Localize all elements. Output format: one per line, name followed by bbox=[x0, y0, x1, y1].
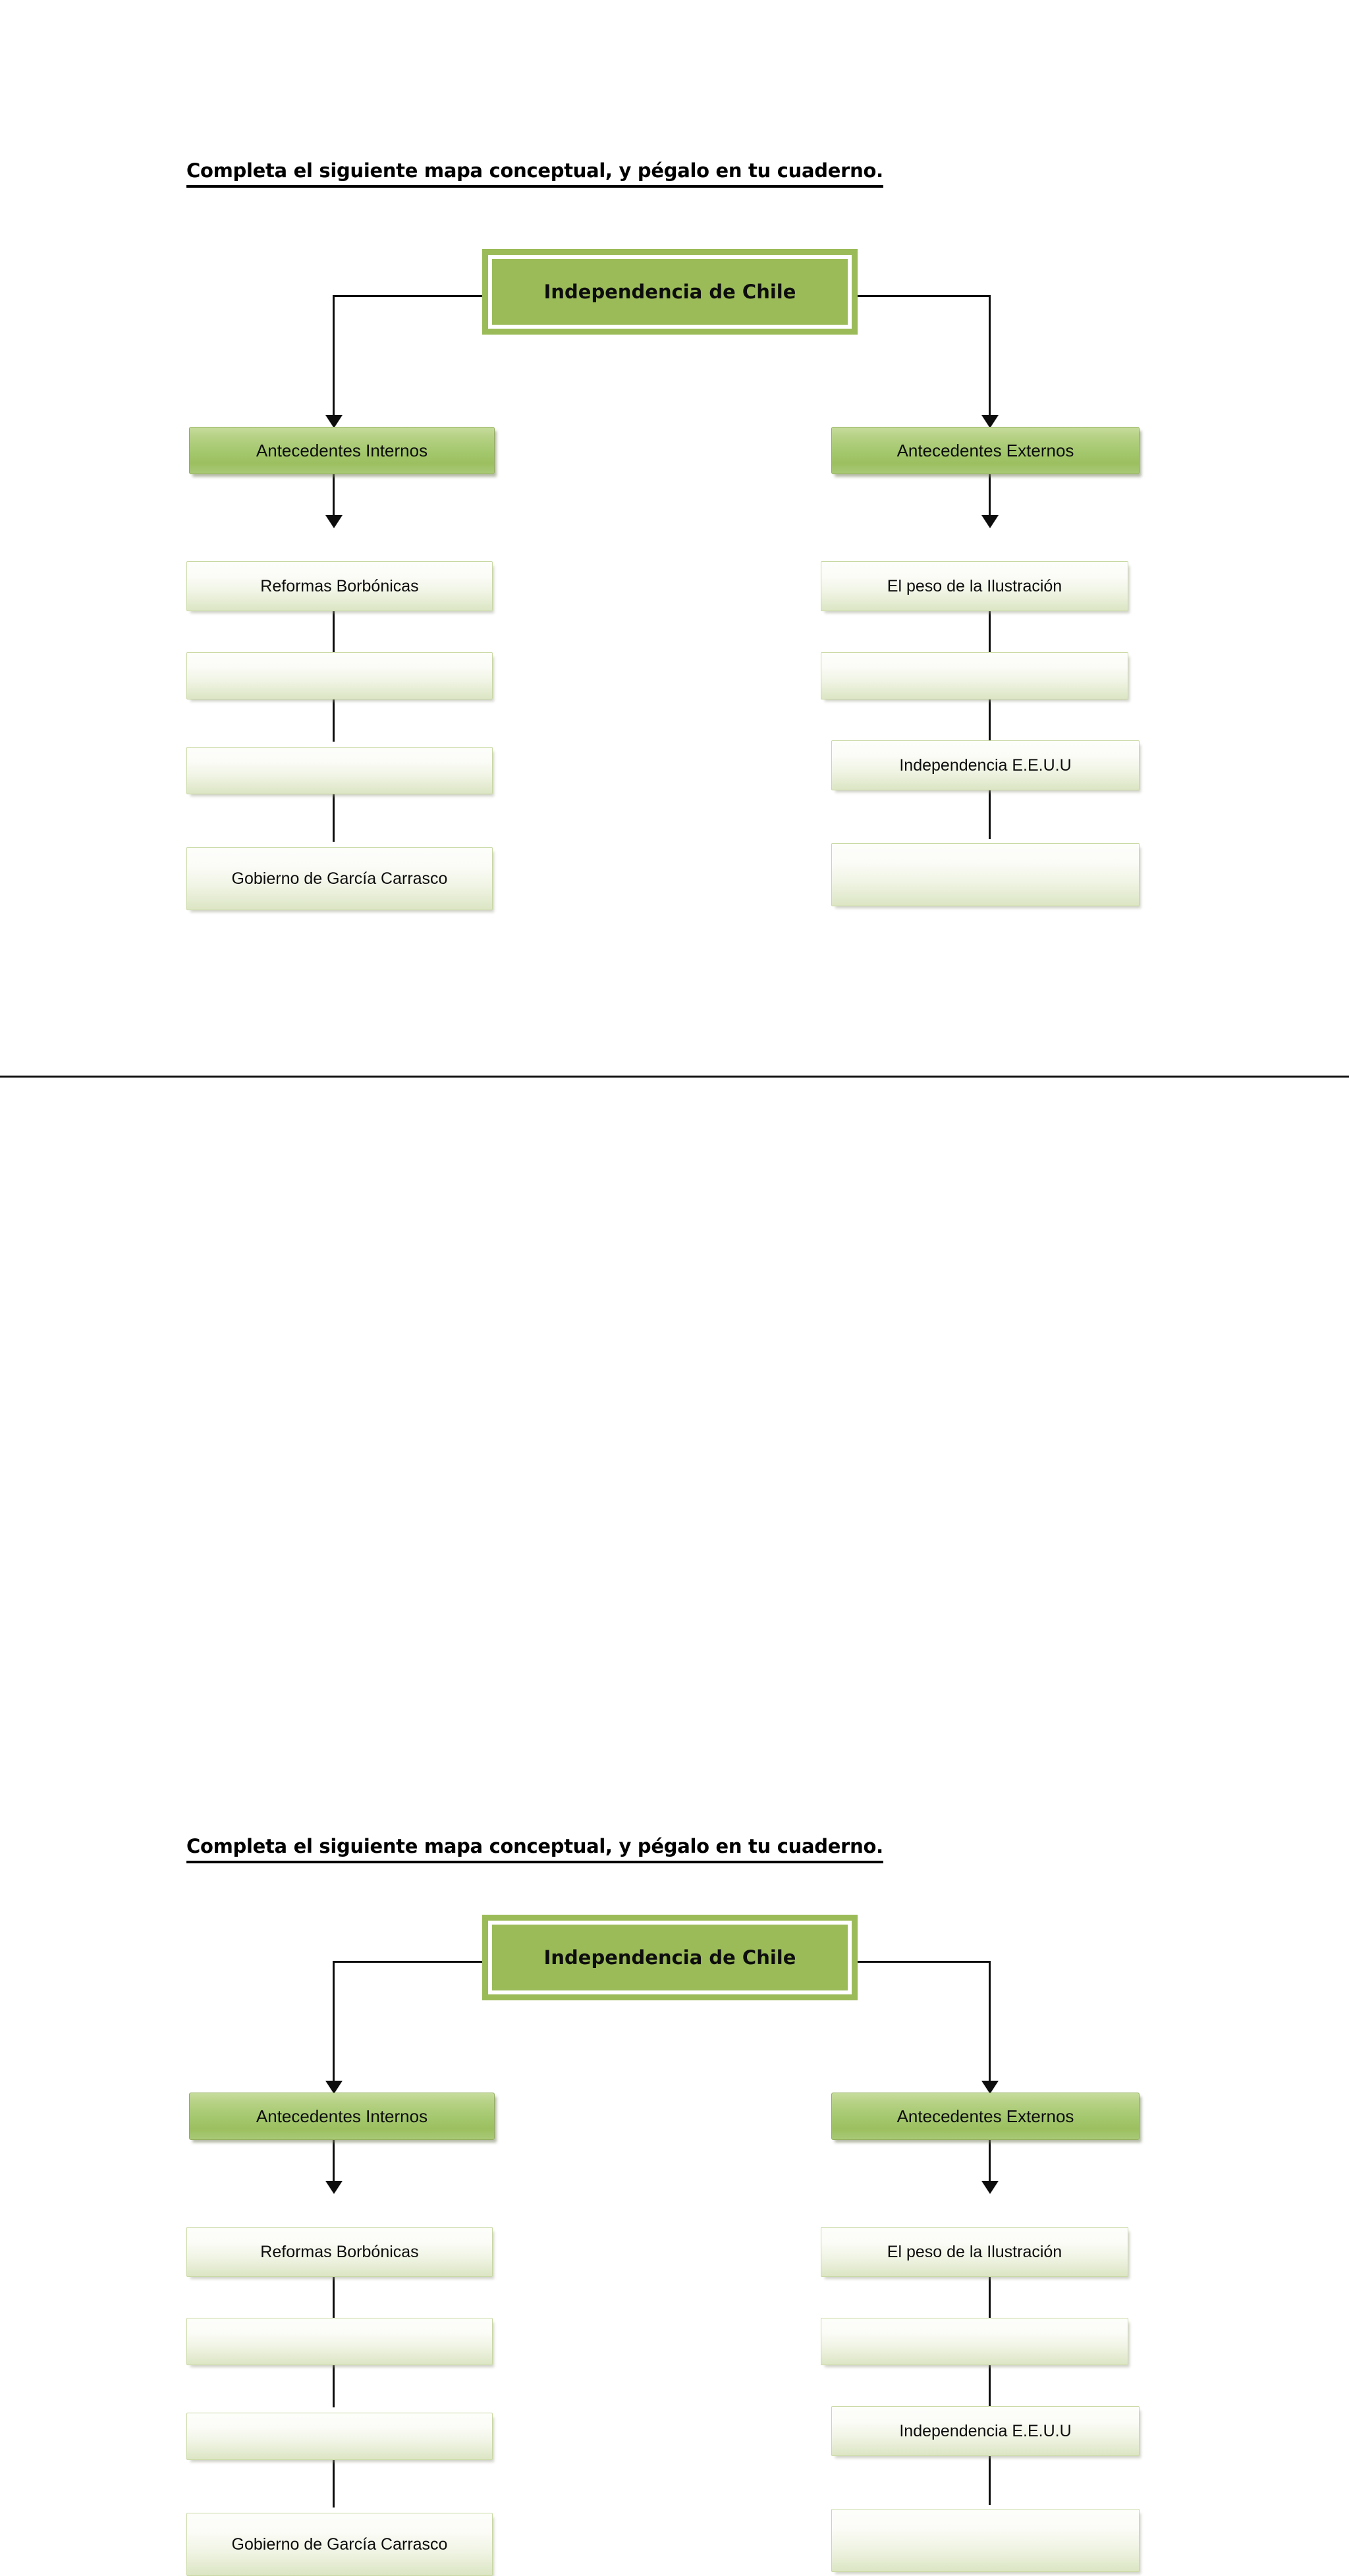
connector-left-header-to-item1 bbox=[333, 473, 335, 518]
left-branch-header-2[interactable]: Antecedentes Internos bbox=[189, 2093, 495, 2140]
root-node-2[interactable]: Independencia de Chile bbox=[482, 1915, 858, 2000]
concept-map-diagram-2: Independencia de Chile Antecedentes Inte… bbox=[0, 1130, 1349, 2576]
connector-right-item2-to-item3 bbox=[989, 698, 991, 742]
right-item-1[interactable]: El peso de la Ilustración bbox=[821, 561, 1128, 611]
instruction-heading: Completa el siguiente mapa conceptual, y… bbox=[186, 159, 883, 188]
connector-right-header-to-item1 bbox=[989, 473, 991, 518]
left-branch-header[interactable]: Antecedentes Internos bbox=[189, 427, 495, 474]
connector-root2-right-horizontal bbox=[856, 1961, 991, 1963]
arrow-root-to-right-branch bbox=[981, 415, 999, 428]
left-item-1[interactable]: Reformas Borbónicas bbox=[186, 561, 493, 611]
left-item-3[interactable] bbox=[186, 747, 493, 794]
left-item-4-2[interactable]: Gobierno de García Carrasco bbox=[186, 2513, 493, 2576]
right-item-2[interactable] bbox=[821, 652, 1128, 699]
root-node-label: Independencia de Chile bbox=[543, 280, 796, 303]
connector-left2-header-to-item1 bbox=[333, 2139, 335, 2183]
arrow-root2-to-right-branch bbox=[981, 2081, 999, 2094]
worksheet-section-2: Completa el siguiente mapa conceptual, y… bbox=[0, 1130, 1349, 2576]
right-item-1-2-label: El peso de la Ilustración bbox=[887, 2242, 1062, 2261]
right-item-2-2[interactable] bbox=[821, 2318, 1128, 2365]
left-branch-header-2-label: Antecedentes Internos bbox=[256, 2106, 428, 2126]
right-branch-header-2[interactable]: Antecedentes Externos bbox=[831, 2093, 1140, 2140]
connector-right-item3-to-item4 bbox=[989, 789, 991, 839]
left-item-3-2[interactable] bbox=[186, 2413, 493, 2460]
root-node[interactable]: Independencia de Chile bbox=[482, 249, 858, 335]
connector-root2-right-vertical bbox=[989, 1961, 991, 2086]
connector-right2-item3-to-item4 bbox=[989, 2455, 991, 2505]
left-item-4[interactable]: Gobierno de García Carrasco bbox=[186, 847, 493, 910]
connector-left-item3-to-item4 bbox=[333, 793, 335, 842]
connector-root2-left-horizontal bbox=[333, 1961, 484, 1963]
connector-root-left-horizontal bbox=[333, 295, 484, 297]
right-item-3-label: Independencia E.E.U.U bbox=[899, 755, 1072, 775]
arrow-root-to-left-branch bbox=[325, 415, 343, 428]
instruction-heading-2: Completa el siguiente mapa conceptual, y… bbox=[186, 1835, 883, 1864]
left-item-4-label: Gobierno de García Carrasco bbox=[231, 869, 448, 888]
left-item-1-2[interactable]: Reformas Borbónicas bbox=[186, 2227, 493, 2277]
arrow-right-header-to-item1 bbox=[981, 515, 999, 528]
worksheet-section-1: Completa el siguiente mapa conceptual, y… bbox=[0, 0, 1349, 1076]
right-branch-header-label: Antecedentes Externos bbox=[896, 440, 1074, 460]
right-item-1-label: El peso de la Ilustración bbox=[887, 576, 1062, 595]
connector-left-item2-to-item3 bbox=[333, 698, 335, 742]
right-item-3[interactable]: Independencia E.E.U.U bbox=[831, 740, 1140, 790]
connector-root-right-vertical bbox=[989, 295, 991, 420]
page-divider bbox=[0, 1076, 1349, 1078]
left-item-2-2[interactable] bbox=[186, 2318, 493, 2365]
connector-left2-item2-to-item3 bbox=[333, 2364, 335, 2407]
right-item-3-2-label: Independencia E.E.U.U bbox=[899, 2421, 1072, 2440]
arrow-left2-header-to-item1 bbox=[325, 2181, 343, 2194]
connector-root-right-horizontal bbox=[856, 295, 991, 297]
right-item-1-2[interactable]: El peso de la Ilustración bbox=[821, 2227, 1128, 2277]
arrow-left-header-to-item1 bbox=[325, 515, 343, 528]
right-item-3-2[interactable]: Independencia E.E.U.U bbox=[831, 2406, 1140, 2456]
right-item-4-2[interactable] bbox=[831, 2509, 1140, 2572]
left-item-1-label: Reformas Borbónicas bbox=[260, 576, 419, 595]
connector-root2-left-vertical bbox=[333, 1961, 335, 2086]
right-branch-header[interactable]: Antecedentes Externos bbox=[831, 427, 1140, 474]
connector-right2-item2-to-item3 bbox=[989, 2364, 991, 2407]
connector-left-item1-to-item2 bbox=[333, 610, 335, 652]
connector-left2-item3-to-item4 bbox=[333, 2459, 335, 2507]
connector-right2-header-to-item1 bbox=[989, 2139, 991, 2183]
right-item-4[interactable] bbox=[831, 843, 1140, 906]
connector-root-left-vertical bbox=[333, 295, 335, 420]
left-item-4-2-label: Gobierno de García Carrasco bbox=[231, 2535, 448, 2554]
left-item-1-2-label: Reformas Borbónicas bbox=[260, 2242, 419, 2261]
right-branch-header-2-label: Antecedentes Externos bbox=[896, 2106, 1074, 2126]
connector-right-item1-to-item2 bbox=[989, 610, 991, 652]
left-item-2[interactable] bbox=[186, 652, 493, 699]
connector-left2-item1-to-item2 bbox=[333, 2276, 335, 2318]
arrow-root2-to-left-branch bbox=[325, 2081, 343, 2094]
concept-map-diagram: Independencia de Chile Antecedentes Inte… bbox=[0, 0, 1349, 1076]
arrow-right2-header-to-item1 bbox=[981, 2181, 999, 2194]
connector-right2-item1-to-item2 bbox=[989, 2276, 991, 2318]
left-branch-header-label: Antecedentes Internos bbox=[256, 440, 428, 460]
root-node-2-label: Independencia de Chile bbox=[543, 1946, 796, 1969]
